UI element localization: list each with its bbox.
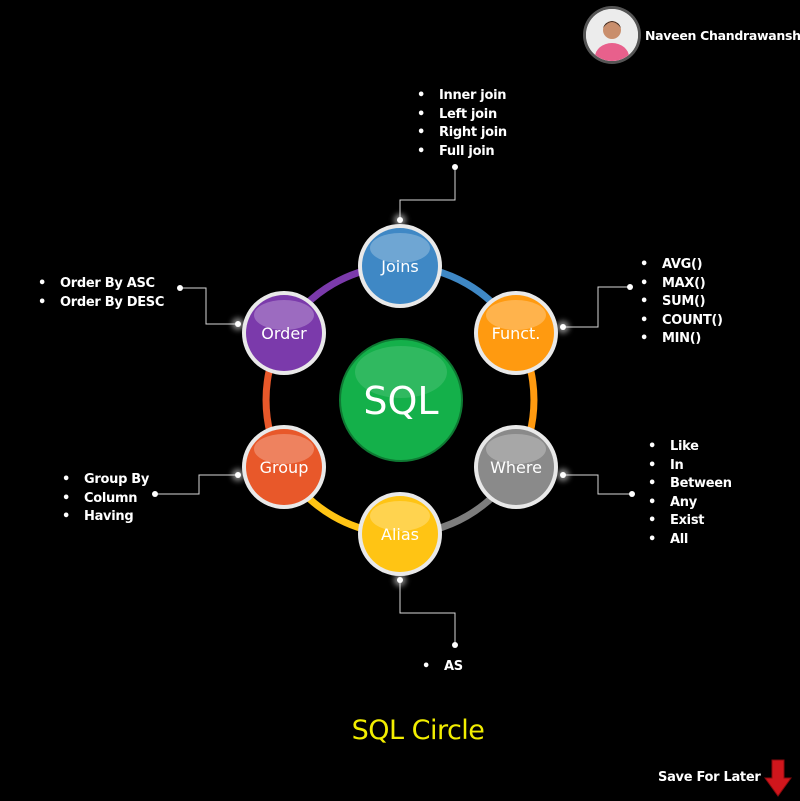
connector-line-funct: [563, 286, 630, 328]
where-bullet-item: Like: [648, 438, 732, 457]
node-label-order: Order: [261, 324, 307, 343]
joins-bullet-item: Full join: [417, 143, 507, 162]
joins-bullet-list: Inner joinLeft joinRight joinFull join: [417, 87, 507, 161]
connector-line-alias: [399, 580, 456, 645]
node-alias: Alias: [358, 492, 442, 576]
connector-line-where: [563, 474, 632, 495]
funct-bullet-item: MIN(): [640, 330, 723, 349]
node-circle-order: [246, 295, 322, 371]
node-highlight-group: [254, 434, 314, 464]
functions-bullet-list: AVG()MAX()SUM()COUNT()MIN(): [640, 256, 723, 349]
group-bullet-item: Having: [62, 508, 149, 527]
where-bullet-item: In: [648, 457, 732, 476]
author-profile[interactable]: Naveen Chandrawanshi: [586, 9, 800, 61]
author-avatar: [586, 9, 638, 61]
author-name: Naveen Chandrawanshi: [645, 27, 800, 43]
node-funct: Funct.: [474, 291, 558, 375]
where-bullet-item: All: [648, 531, 732, 550]
joins-bullet-item: Right join: [417, 124, 507, 143]
funct-bullet-item: MAX(): [640, 275, 723, 294]
connector-line-joins: [399, 167, 456, 220]
node-circle-group: [246, 429, 322, 505]
where-bullet-item: Exist: [648, 512, 732, 531]
center-circle-highlight: [355, 346, 447, 398]
node-label-group: Group: [260, 458, 309, 477]
center-label: SQL: [363, 379, 438, 423]
funct-bullet-item: SUM(): [640, 293, 723, 312]
node-highlight-funct: [486, 300, 546, 330]
connector-anchor-group: [235, 472, 241, 478]
connector-end-dot-joins: [452, 164, 458, 170]
where-bullet-item: Between: [648, 475, 732, 494]
down-arrow-icon[interactable]: [763, 758, 793, 798]
node-circle-funct: [478, 295, 554, 371]
save-for-later-label[interactable]: Save For Later: [658, 770, 761, 785]
diagram-title: SQL Circle: [351, 715, 485, 746]
node-label-funct: Funct.: [492, 324, 541, 343]
node-circle-joins: [362, 228, 438, 304]
alias-bullet-list: AS: [422, 658, 463, 677]
where-bullet-list: LikeInBetweenAnyExistAll: [648, 438, 732, 550]
node-where: Where: [474, 425, 558, 509]
group-bullet-item: Column: [62, 490, 149, 509]
connector-anchor-order: [235, 321, 241, 327]
connector-anchor-alias: [397, 577, 403, 583]
node-label-where: Where: [490, 458, 542, 477]
funct-bullet-item: COUNT(): [640, 312, 723, 331]
order-bullet-item: Order By DESC: [38, 294, 164, 313]
group-bullet-list: Group ByColumnHaving: [62, 471, 149, 527]
group-bullet-item: Group By: [62, 471, 149, 490]
connector-end-dot-where: [629, 491, 635, 497]
joins-bullet-item: Inner join: [417, 87, 507, 106]
funct-bullet-item: AVG(): [640, 256, 723, 275]
node-highlight-where: [486, 434, 546, 464]
node-circle-where: [478, 429, 554, 505]
connector-end-dot-alias: [452, 642, 458, 648]
node-joins: Joins: [358, 224, 442, 308]
order-bullet-list: Order By ASCOrder By DESC: [38, 275, 164, 312]
node-highlight-order: [254, 300, 314, 330]
connector-end-dot-group: [152, 491, 158, 497]
connector-end-dot-funct: [627, 284, 633, 290]
connector-anchor-where: [560, 472, 566, 478]
node-label-alias: Alias: [381, 525, 419, 544]
connector-line-order: [180, 287, 238, 325]
connector-anchor-joins: [397, 217, 403, 223]
order-bullet-item: Order By ASC: [38, 275, 164, 294]
center-circle: [339, 338, 463, 462]
alias-bullet-item: AS: [422, 658, 463, 677]
node-highlight-alias: [370, 501, 430, 531]
joins-bullet-item: Left join: [417, 106, 507, 125]
node-highlight-joins: [370, 233, 430, 263]
node-order: Order: [242, 291, 326, 375]
connector-end-dot-order: [177, 285, 183, 291]
node-group: Group: [242, 425, 326, 509]
where-bullet-item: Any: [648, 494, 732, 513]
node-circle-alias: [362, 496, 438, 572]
connector-anchor-funct: [560, 324, 566, 330]
node-label-joins: Joins: [380, 257, 418, 276]
connector-line-group: [155, 474, 238, 495]
person-avatar-icon: [586, 9, 638, 61]
